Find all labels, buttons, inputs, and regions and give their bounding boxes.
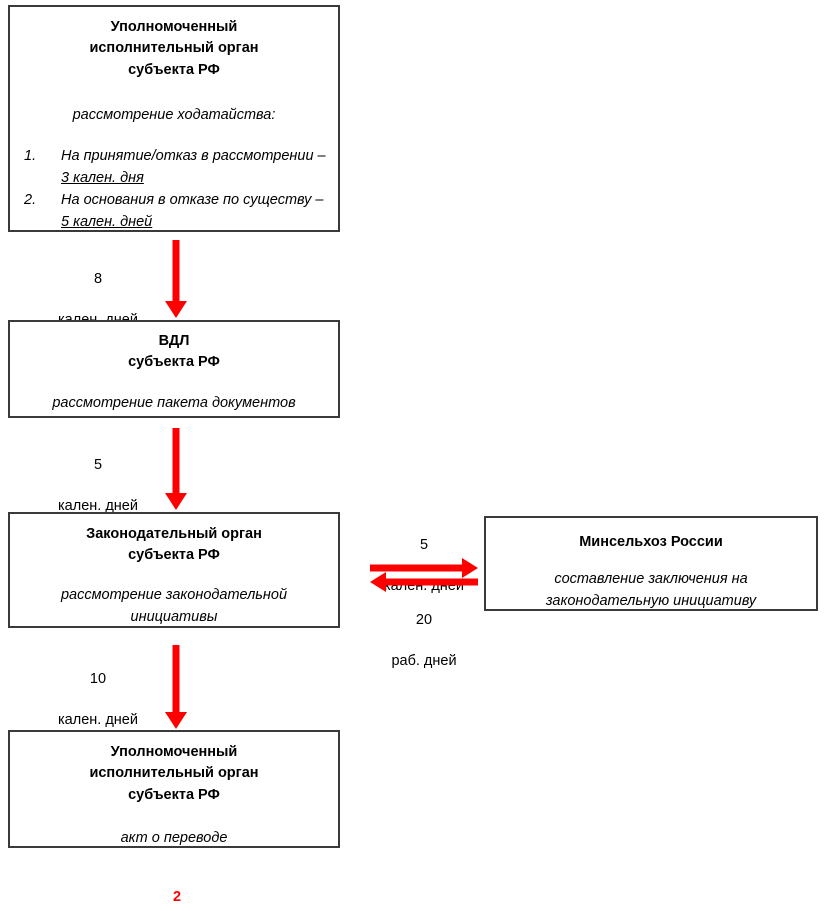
box-subtitle: акт о переводе xyxy=(120,830,228,847)
list-item-number: 1. xyxy=(24,148,37,165)
box-title: Уполномоченный исполнительный орган субъ… xyxy=(89,744,259,803)
label-value: 8 xyxy=(93,270,103,287)
box-title: Уполномоченный исполнительный орган субъ… xyxy=(89,19,259,78)
arrow-right-to-minselhoz xyxy=(370,558,478,578)
label-10-days: 10 кален. дней xyxy=(38,648,158,751)
label-value: 2 xyxy=(172,888,182,905)
arrow-head xyxy=(165,712,187,729)
box-title: Законодательный орган субъекта РФ xyxy=(86,526,262,564)
list-item-underlined: 5 кален. дней xyxy=(61,214,153,231)
arrow-shaft xyxy=(172,240,180,301)
arrow-shaft xyxy=(172,428,180,493)
arrow-shaft xyxy=(370,564,464,572)
arrow-head xyxy=(165,301,187,318)
box-subtitle: рассмотрение законодательной инициативы xyxy=(60,586,288,625)
arrow-down-8-days xyxy=(165,240,187,318)
list-item-number: 2. xyxy=(24,192,37,209)
label-unit: кален. дней xyxy=(58,711,138,728)
arrow-head xyxy=(462,558,478,578)
label-value: 20 xyxy=(415,611,433,628)
label-value: 5 xyxy=(93,456,103,473)
label-20-days-from-minselhoz: 20 раб. дней xyxy=(364,589,484,692)
list-item-text: На принятие/отказ в рассмотрении – xyxy=(61,148,326,165)
box-list: 1. На принятие/отказ в рассмотрении – 3 … xyxy=(14,145,334,233)
box-authorized-executive-body-bottom: Уполномоченный исполнительный орган субъ… xyxy=(8,730,340,848)
list-item-text: На основания в отказе по существу – xyxy=(61,192,324,209)
arrow-head xyxy=(165,493,187,510)
label-unit: кален. дней xyxy=(58,497,138,514)
box-subtitle: рассмотрение пакета документов xyxy=(52,394,296,411)
arrow-down-10-days xyxy=(165,645,187,729)
box-minselhoz-russia: Минсельхоз России составление заключения… xyxy=(484,516,818,611)
list-item: 1. На принятие/отказ в рассмотрении – 3 … xyxy=(14,145,334,189)
label-unit: раб. дней xyxy=(391,652,457,669)
list-item-underlined: 3 кален. дня xyxy=(61,170,144,187)
label-2-days-final: 2 кален. дня xyxy=(117,866,237,911)
box-legislative-body: Законодательный орган субъекта РФ рассмо… xyxy=(8,512,340,628)
box-subtitle: составление заключения на законодательну… xyxy=(545,571,757,610)
arrow-shaft xyxy=(384,578,478,586)
arrow-shaft xyxy=(172,645,180,712)
label-value: 10 xyxy=(89,670,107,687)
box-authorized-executive-body-top: Уполномоченный исполнительный орган субъ… xyxy=(8,5,340,232)
arrow-head xyxy=(370,572,386,592)
arrow-down-5-days xyxy=(165,428,187,510)
arrow-left-from-minselhoz xyxy=(370,572,478,592)
box-title: Минсельхоз России xyxy=(579,534,723,550)
box-vdl-subject: ВДЛ субъекта РФ рассмотрение пакета доку… xyxy=(8,320,340,418)
label-value: 5 xyxy=(419,536,429,553)
label-5-days: 5 кален. дней xyxy=(38,434,158,537)
box-subtitle: рассмотрение ходатайства: xyxy=(72,107,276,124)
list-item: 2. На основания в отказе по существу – 5… xyxy=(14,189,334,233)
box-title: ВДЛ субъекта РФ xyxy=(128,333,220,371)
